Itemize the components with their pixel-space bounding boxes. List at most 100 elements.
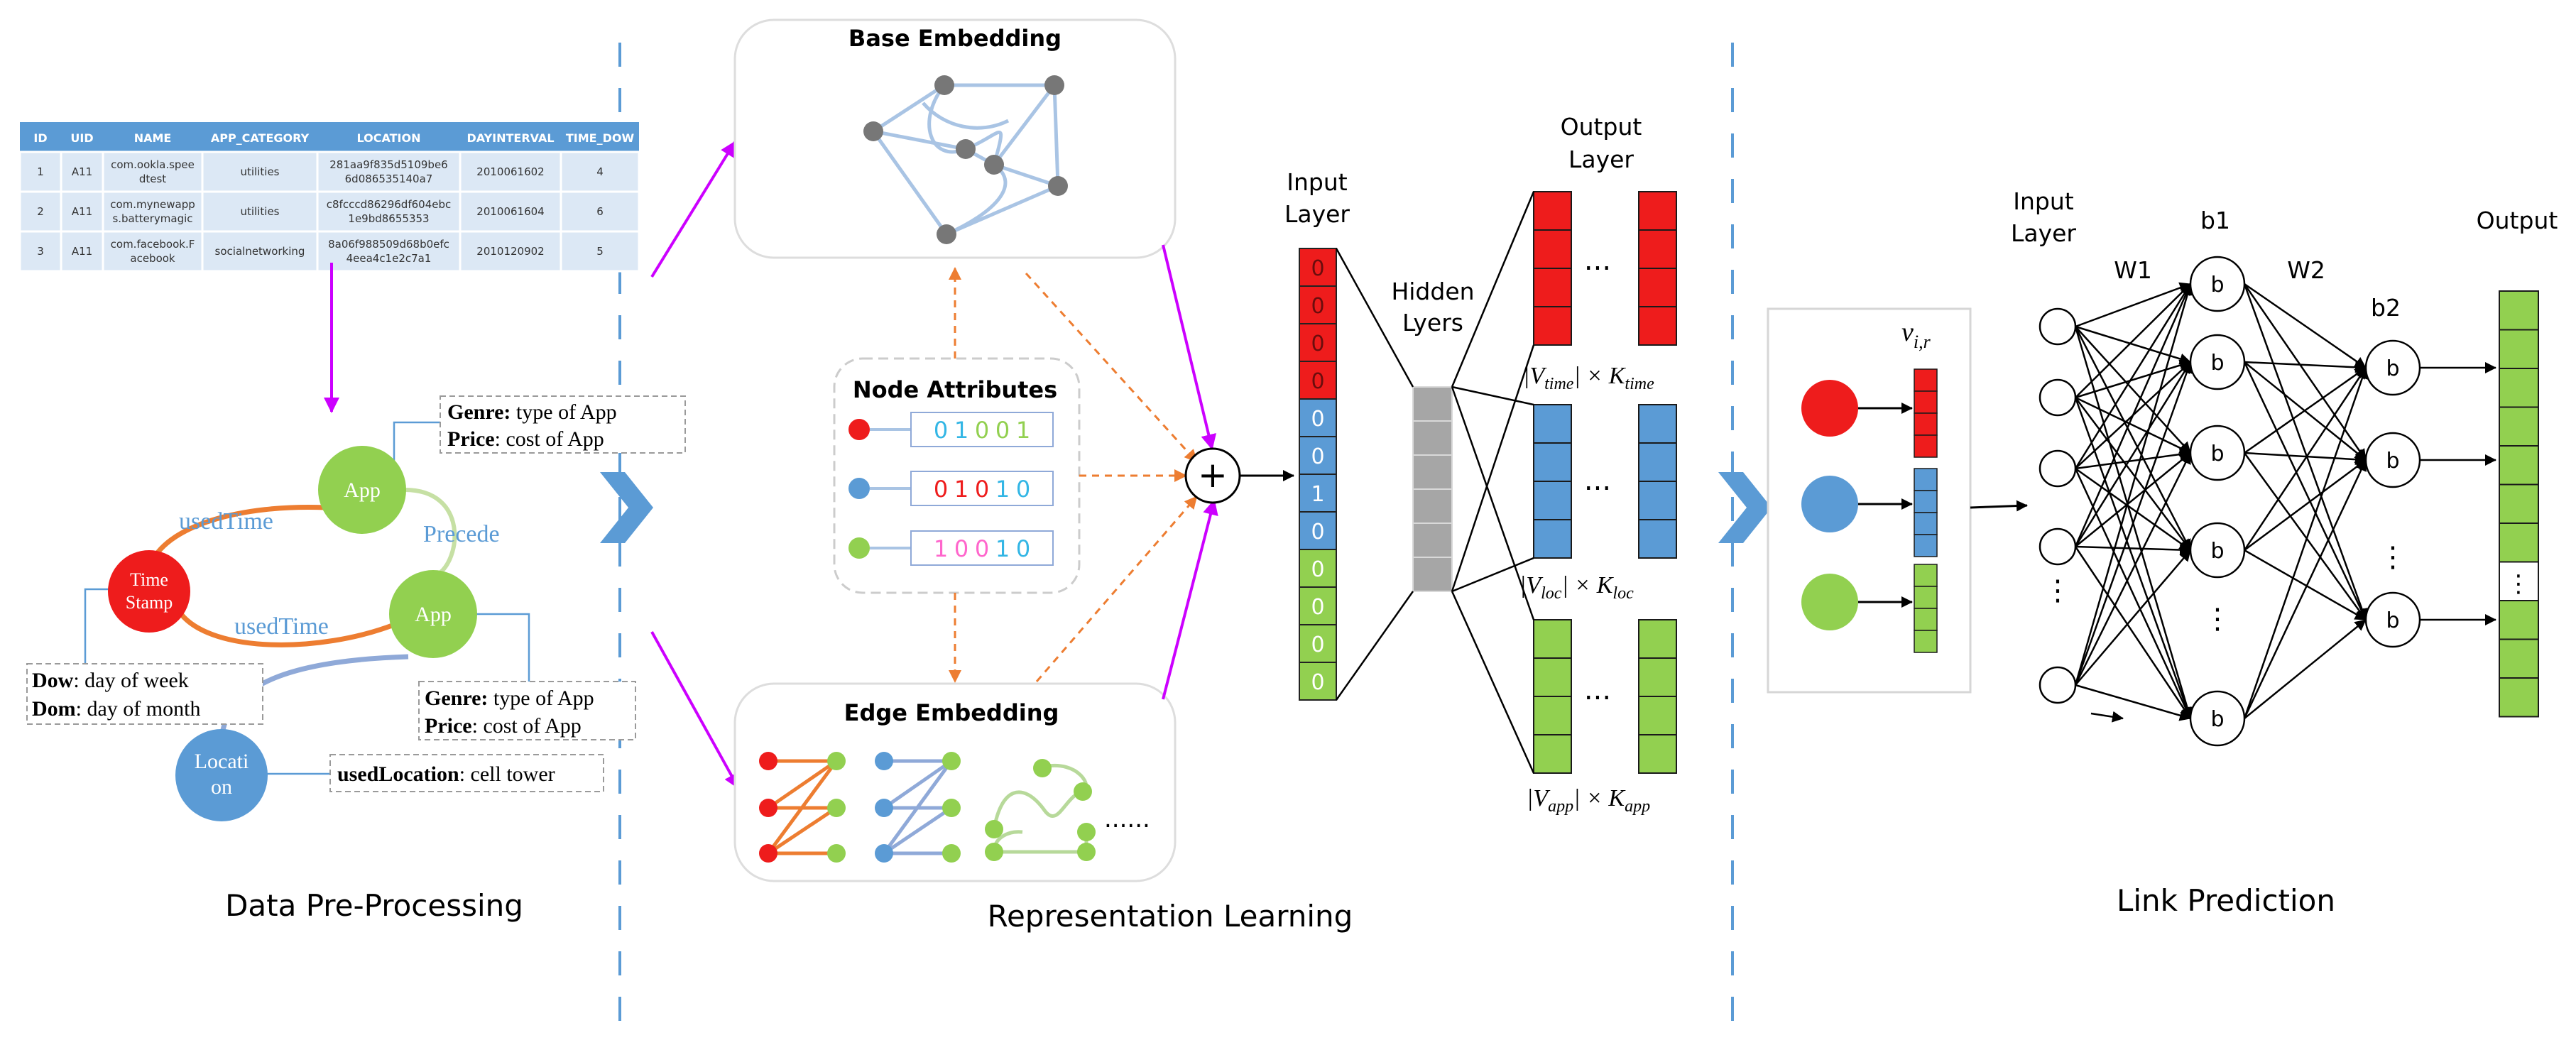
edge-usedtime-mid bbox=[179, 612, 395, 647]
input-cell-value: 0 bbox=[1311, 294, 1324, 319]
attr-usedlocation-val: : cell tower bbox=[459, 762, 555, 786]
output-cell bbox=[2499, 445, 2539, 486]
attribute-code-digit: 0 bbox=[954, 535, 968, 562]
output-cell bbox=[2499, 677, 2539, 718]
table-cell: A11 bbox=[72, 205, 92, 218]
mlp-hidden2-node bbox=[2364, 591, 2421, 648]
svg-text:Price: cost of App: Price: cost of App bbox=[425, 714, 582, 738]
connector-app-top-attr bbox=[393, 421, 440, 461]
attribute-code-digit: 0 bbox=[995, 417, 1010, 444]
vector-cell bbox=[1914, 490, 1938, 513]
mlp-hidden1-node bbox=[2189, 334, 2246, 390]
node-timestamp-label-1: Time bbox=[130, 569, 168, 590]
mlp-hidden1-label: b bbox=[2210, 707, 2224, 732]
table-cell: 8a06f988509d68b0efc bbox=[328, 238, 449, 251]
vector-cell bbox=[1914, 368, 1938, 392]
mlp-hidden1-node bbox=[2189, 522, 2246, 579]
arrow-to-base-embedding bbox=[650, 141, 736, 278]
table-header-cell: TIME_DOW bbox=[566, 131, 635, 145]
output-cell bbox=[2499, 329, 2539, 369]
connector-app-mid-attr bbox=[462, 613, 530, 682]
attr-price-val-mid: : cost of App bbox=[472, 714, 582, 738]
output-cell bbox=[1533, 734, 1572, 774]
output-cell bbox=[2499, 522, 2539, 563]
hidden-cell bbox=[1412, 557, 1453, 592]
table-cell: socialnetworking bbox=[215, 245, 305, 258]
input-cell bbox=[1299, 511, 1337, 550]
section-title-right: Link Prediction bbox=[2117, 883, 2335, 918]
table-cell: 2010120902 bbox=[476, 245, 544, 258]
dots-red: ... bbox=[1584, 244, 1611, 277]
node-attributes-title: Node Attributes bbox=[853, 376, 1057, 403]
hidden1-vdots: ⋮ bbox=[2203, 603, 2232, 635]
arrow-vector-to-mlp bbox=[1970, 500, 2028, 512]
attr-genre-val-top: type of App bbox=[511, 400, 616, 424]
table-cell: 281aa9f835d5109be6 bbox=[329, 158, 447, 171]
input-cell-value: 0 bbox=[1311, 369, 1324, 394]
output-vdots: ⋮ bbox=[2506, 570, 2531, 598]
node-app-mid-label: App bbox=[415, 603, 452, 626]
output-cell bbox=[1638, 696, 1677, 735]
mlp-hidden2-label: b bbox=[2386, 356, 2399, 381]
hidden2-vdots: ⋮ bbox=[2379, 541, 2407, 574]
table-cell: 2 bbox=[37, 205, 44, 218]
vector-cell bbox=[1914, 608, 1938, 631]
mlp-hidden2-node bbox=[2364, 339, 2421, 396]
attr-usedlocation-key: usedLocation bbox=[337, 762, 459, 786]
node-timestamp bbox=[108, 550, 190, 633]
svg-text:Dom: day of month: Dom: day of month bbox=[32, 697, 200, 721]
node-app-mid bbox=[389, 570, 477, 658]
hidden-cell bbox=[1412, 420, 1453, 456]
mlp-input-node bbox=[2039, 666, 2077, 704]
output-cell bbox=[2499, 483, 2539, 524]
table-cell: 4 bbox=[596, 165, 604, 178]
input-cell bbox=[1299, 662, 1337, 701]
output-cell bbox=[1533, 519, 1572, 559]
vector-cell bbox=[1914, 434, 1938, 458]
vector-cell bbox=[1914, 630, 1938, 653]
table-cell: com.mynewapp bbox=[110, 198, 195, 211]
mlp-hidden1-label: b bbox=[2210, 539, 2224, 564]
mlp-input-node bbox=[2039, 307, 2077, 346]
vector-cell bbox=[1914, 512, 1938, 535]
mlp-hidden1-node bbox=[2189, 256, 2246, 312]
chevron-right-icon bbox=[600, 472, 653, 543]
hidden-layer-label-2: Lyers bbox=[1402, 309, 1463, 337]
hidden-layer-label-1: Hidden bbox=[1391, 278, 1474, 305]
mlp-input-node bbox=[2039, 449, 2077, 488]
arrow-to-edge-embedding bbox=[650, 631, 740, 789]
output-cell bbox=[1533, 191, 1572, 231]
node-app-top bbox=[318, 446, 406, 534]
output-cell bbox=[1533, 268, 1572, 307]
input-cell-value: 1 bbox=[1311, 482, 1324, 507]
attribute-node bbox=[848, 419, 870, 440]
node-location-label-2: on bbox=[211, 775, 232, 799]
attr-dom-val: : day of month bbox=[76, 697, 201, 721]
attribute-code-digit: 0 bbox=[975, 476, 989, 503]
hidden-cell bbox=[1412, 522, 1453, 558]
table-header-cell: NAME bbox=[134, 131, 172, 145]
output-cell bbox=[1533, 619, 1572, 659]
table-cell: dtest bbox=[139, 173, 166, 185]
svg-text:usedLocation: cell tower: usedLocation: cell tower bbox=[337, 762, 555, 786]
label-w1: W1 bbox=[2114, 256, 2152, 284]
hidden-cell bbox=[1412, 488, 1453, 524]
output-cell bbox=[1638, 519, 1677, 559]
vector-cell bbox=[1914, 412, 1938, 436]
edge-precede bbox=[404, 488, 457, 577]
label-w2: W2 bbox=[2287, 256, 2325, 284]
vector-label: vi,r bbox=[1901, 317, 1931, 352]
svg-text:Dow: day of week: Dow: day of week bbox=[32, 669, 189, 692]
base-embedding-title: Base Embedding bbox=[848, 25, 1061, 52]
output-cell bbox=[1533, 404, 1572, 444]
output-cell bbox=[1533, 481, 1572, 520]
vector-node-green bbox=[1801, 574, 1858, 630]
output-cell bbox=[1533, 442, 1572, 482]
attribute-code-digit: 0 bbox=[1016, 535, 1030, 562]
hidden-cell bbox=[1412, 386, 1453, 422]
table-cell: A11 bbox=[72, 165, 92, 178]
mlp-input-node bbox=[2039, 378, 2077, 417]
attribute-node bbox=[848, 478, 870, 499]
